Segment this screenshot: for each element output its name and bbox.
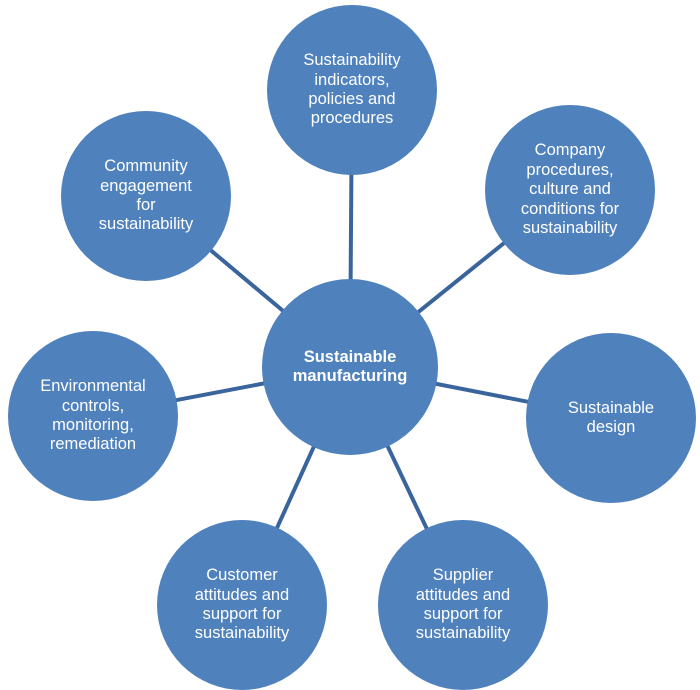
node-label: Environmental controls, monitoring, reme… bbox=[40, 377, 146, 454]
node-community-engagement: Community engagement for sustainability bbox=[61, 111, 231, 281]
node-label: Supplier attitudes and support for susta… bbox=[415, 566, 511, 643]
node-supplier-attitudes: Supplier attitudes and support for susta… bbox=[378, 520, 548, 690]
node-label: Company procedures, culture and conditio… bbox=[520, 141, 620, 238]
node-environmental-controls: Environmental controls, monitoring, reme… bbox=[8, 331, 178, 501]
node-sustainable-design: Sustainable design bbox=[526, 333, 696, 503]
node-company-procedures: Company procedures, culture and conditio… bbox=[485, 105, 655, 275]
node-label: Customer attitudes and support for susta… bbox=[194, 566, 290, 643]
node-label: Sustainability indicators, policies and … bbox=[303, 51, 401, 128]
node-label: Sustainable design bbox=[567, 398, 655, 436]
node-sustainability-indicators: Sustainability indicators, policies and … bbox=[267, 5, 437, 175]
node-sustainable-manufacturing: Sustainable manufacturing bbox=[262, 279, 438, 455]
node-customer-attitudes: Customer attitudes and support for susta… bbox=[157, 520, 327, 690]
node-label: Community engagement for sustainability bbox=[98, 157, 194, 234]
node-label: Sustainable manufacturing bbox=[292, 347, 408, 385]
